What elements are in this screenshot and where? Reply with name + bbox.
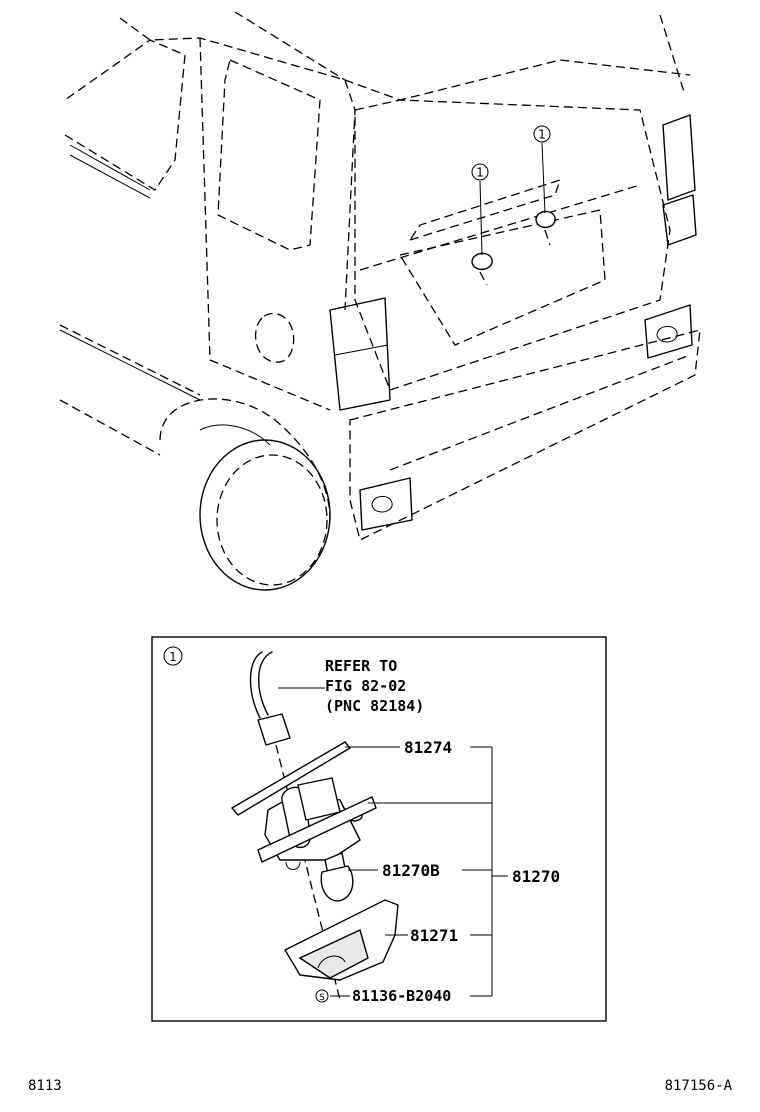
vehicle-rear-view [59,11,701,591]
gasket-shape [231,741,351,816]
lamp-socket [257,777,377,870]
screw-symbol-label: S [319,993,325,1003]
part-label-gasket[interactable]: 81274 [404,738,452,757]
part-label-assembly[interactable]: 81270 [512,867,560,886]
part-label-lens[interactable]: 81271 [410,926,458,945]
note-line-1: REFER TO [325,657,397,675]
detail-callout-marker: 1 [163,646,183,666]
callout-marker-left-label: 1 [476,166,484,180]
callout-marker-right: 1 [533,125,551,143]
footer-right-code: 817156-A [665,1078,733,1094]
lens-shape [284,899,399,981]
leader-lines [330,746,508,997]
part-label-bulb[interactable]: 81270B [382,861,440,880]
bulb-shape [320,852,354,902]
footer-left-code: 8113 [28,1078,62,1094]
part-label-screw[interactable]: 81136-B2040 [352,987,451,1005]
screw-symbol: S [315,989,329,1003]
detail-box [151,636,607,1022]
callout-marker-right-label: 1 [538,128,546,142]
callout-marker-left: 1 [471,163,489,181]
detail-callout-marker-label: 1 [169,650,177,664]
note-line-2: FIG 82-02 [325,677,406,695]
note-line-3: (PNC 82184) [325,697,424,715]
wire-harness [249,651,341,1001]
